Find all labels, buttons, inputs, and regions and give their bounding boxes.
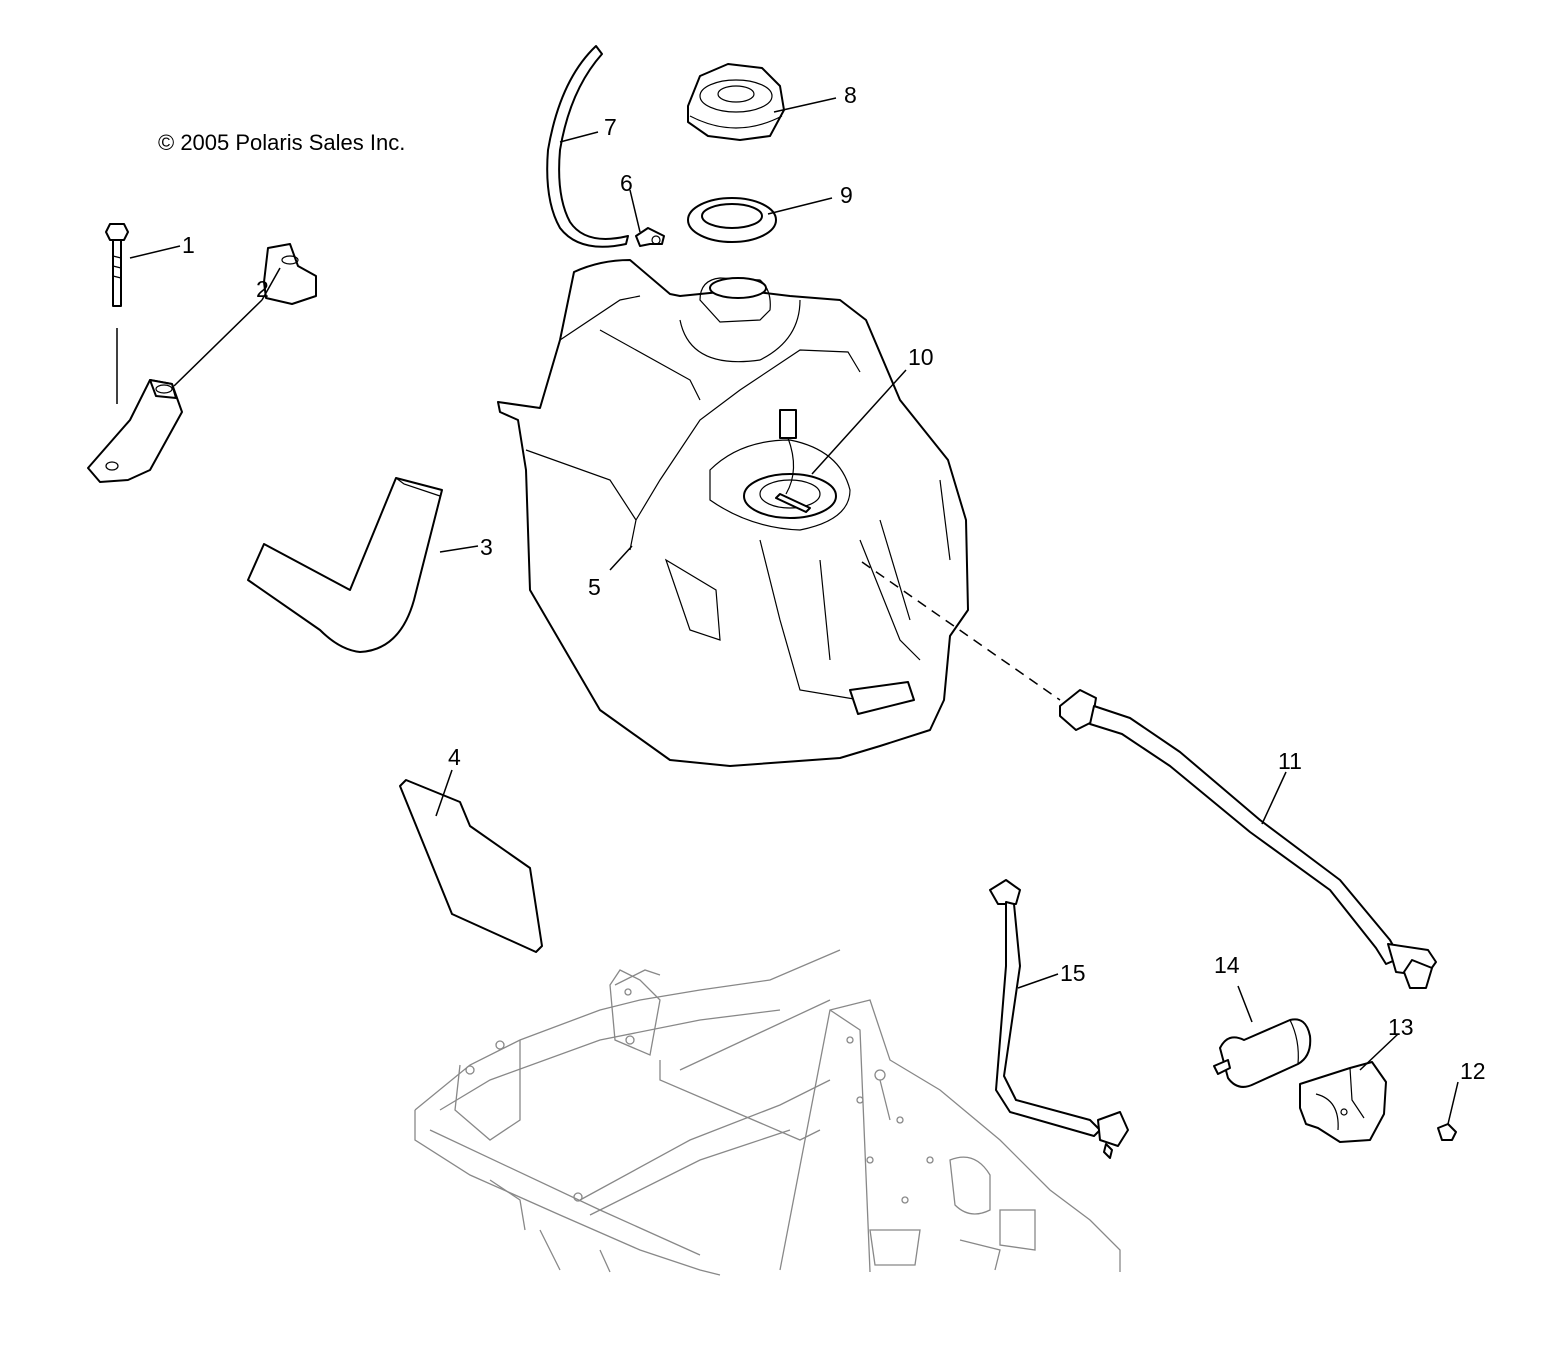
callout-4: 4 — [448, 744, 461, 770]
leader-lines — [129, 97, 1459, 1125]
callout-2: 2 — [256, 276, 269, 302]
fuel-pump-sender-icon — [743, 409, 837, 519]
mounting-bracket-icon — [87, 243, 317, 483]
filter-clamp-icon — [1299, 1061, 1387, 1143]
callout-1: 1 — [182, 232, 195, 258]
callout-14: 14 — [1214, 952, 1240, 978]
heat-shield-icon — [399, 779, 543, 953]
fuel-line-icon — [861, 561, 1437, 989]
callout-6: 6 — [620, 170, 633, 196]
callout-9: 9 — [840, 182, 853, 208]
copyright-notice: © 2005 Polaris Sales Inc. — [158, 130, 406, 155]
vent-hose-icon — [546, 45, 629, 248]
fuel-tank-icon — [497, 259, 969, 767]
fuel-line-short-icon — [989, 879, 1129, 1159]
callout-7: 7 — [604, 114, 617, 140]
callout-11: 11 — [1278, 748, 1302, 774]
callout-13: 13 — [1388, 1014, 1414, 1040]
callout-12: 12 — [1460, 1058, 1486, 1084]
bolt-icon — [105, 223, 129, 404]
vent-fitting-icon — [635, 227, 665, 247]
callout-8: 8 — [844, 82, 857, 108]
callout-3: 3 — [480, 534, 493, 560]
gasket-ring-icon — [687, 197, 777, 243]
callout-10: 10 — [908, 344, 934, 370]
chassis-frame — [414, 949, 1121, 1276]
foam-pad-icon — [247, 477, 443, 653]
screw-icon — [1437, 1123, 1457, 1141]
fuel-filter-icon — [1213, 1018, 1312, 1088]
fuel-cap-icon — [687, 63, 785, 141]
callout-5: 5 — [588, 574, 601, 600]
callout-15: 15 — [1060, 960, 1086, 986]
